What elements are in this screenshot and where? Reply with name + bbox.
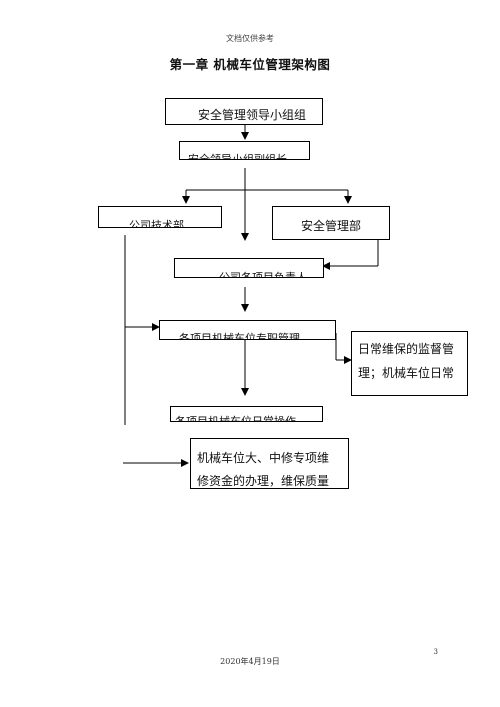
header-note: 文档仅供参考 — [226, 34, 274, 43]
leader-group-box: 安全管理领导小组组 — [165, 98, 323, 125]
repair-line-1: 机械车位大、中修专项维 — [197, 451, 330, 465]
page-number: 3 — [433, 648, 438, 656]
repair-line-2: 修资金的办理，维保质量 — [197, 474, 330, 488]
daily-ops-box: 各项目机械车位日常操作 — [170, 406, 323, 422]
supervision-line-1: 日常维保的监督管 — [358, 342, 455, 356]
leader-group-label: 安全管理领导小组组 — [198, 108, 307, 122]
tech-dept-label: 公司技术部 — [129, 219, 184, 228]
project-mgmt-label: 各项目机械车位专职管理 — [179, 332, 300, 340]
repair-box: 机械车位大、中修专项维 修资金的办理，维保质量 — [190, 438, 349, 489]
safety-dept-label: 安全管理部 — [301, 219, 362, 233]
office-label: 安全领导小组副组长 — [188, 153, 287, 160]
supervision-line-2: 理；机械车位日常 — [358, 366, 455, 380]
project-manager-box: 公司各项目负责人 — [174, 258, 324, 278]
safety-dept-box: 安全管理部 — [272, 206, 390, 240]
project-mgmt-box: 各项目机械车位专职管理 — [159, 320, 336, 340]
office-box: 安全领导小组副组长 — [179, 141, 310, 160]
supervision-box: 日常维保的监督管 理；机械车位日常 — [351, 331, 468, 396]
project-manager-label: 公司各项目负责人 — [219, 271, 307, 278]
daily-ops-label: 各项目机械车位日常操作 — [175, 415, 296, 422]
tech-dept-box: 公司技术部 — [98, 206, 222, 228]
page-title: 第一章 机械车位管理架构图 — [169, 57, 331, 72]
footer-date: 2020年4月19日 — [220, 657, 280, 666]
